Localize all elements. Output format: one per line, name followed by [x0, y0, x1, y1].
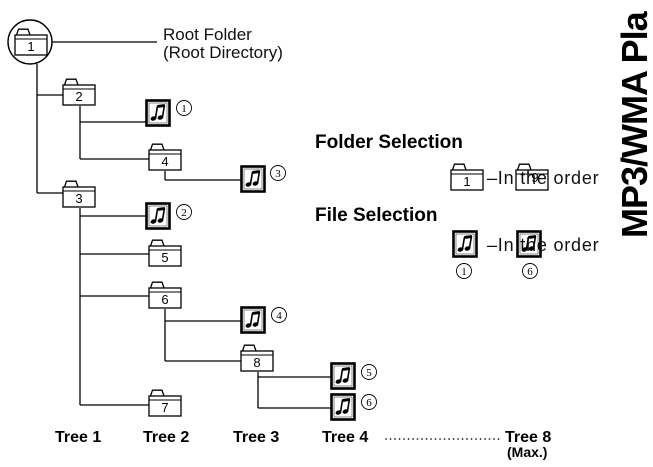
circled-number-ring: [522, 263, 538, 279]
file-order-marker: 1: [461, 266, 467, 278]
tree-connectors: [36, 41, 331, 409]
folder-number: 4: [161, 154, 168, 169]
music-file-4: 4: [240, 306, 287, 334]
folder-order-text: –In the order: [487, 168, 599, 188]
tree-level-2: Tree 2: [143, 429, 189, 446]
music-file-icon: [330, 393, 356, 421]
folder-4: 4: [148, 143, 182, 171]
root-directory-label: (Root Directory): [163, 43, 283, 62]
file-selection-legend: File Selection –In the order 1 6: [315, 205, 599, 279]
music-file-3: 3: [240, 165, 286, 193]
circled-number-ring: [270, 165, 286, 181]
folder-7: 7: [148, 389, 182, 417]
music-file-icon: [452, 230, 478, 258]
circled-number-ring: [456, 263, 472, 279]
file-order-text: –In the order: [487, 235, 599, 255]
folder-number: 8: [253, 355, 260, 370]
circled-number-ring: [176, 100, 192, 116]
folder-number: 1: [463, 174, 470, 189]
folder-number: 9: [531, 170, 538, 185]
folder-selection-title: Folder Selection: [315, 132, 463, 153]
file-order-marker: 6: [366, 397, 372, 409]
tree-level-1: Tree 1: [55, 429, 101, 446]
music-file-5: 5: [330, 362, 377, 390]
folder-number: 6: [161, 292, 168, 307]
root-folder: 1: [7, 19, 53, 65]
music-file-icon: [330, 362, 356, 390]
music-file-icon: [240, 165, 266, 193]
folder-3: 3: [62, 180, 96, 208]
folder-number: 1: [27, 39, 34, 54]
file-order-marker: 1: [181, 103, 187, 115]
folder-8: 8: [240, 344, 274, 372]
music-file-6: 6: [330, 393, 377, 421]
root-folder-label: Root Folder: [163, 25, 252, 44]
folder-selection-legend: Folder Selection 1 9 –In the order: [315, 132, 599, 191]
file-selection-title: File Selection: [315, 205, 437, 226]
file-order-marker: 4: [276, 310, 282, 322]
music-file-icon: [240, 306, 266, 334]
circled-number-ring: [271, 307, 287, 323]
circled-number-ring: [176, 204, 192, 220]
folder-number: 5: [161, 250, 168, 265]
folder-5: 5: [148, 239, 182, 267]
music-file-1: 1: [145, 99, 192, 127]
file-order-marker: 5: [366, 367, 372, 379]
tree-level-3: Tree 3: [233, 429, 279, 446]
folder-2: 2: [62, 78, 96, 106]
folder-number: 7: [161, 400, 168, 415]
folder-6: 6: [148, 281, 182, 309]
folder-number: 3: [75, 191, 82, 206]
tree-level-4: Tree 4: [322, 429, 368, 446]
side-section-heading: MP3/WMA Pla: [614, 10, 653, 238]
music-file-2: 2: [145, 202, 192, 230]
file-order-marker: 3: [275, 168, 281, 180]
music-file-icon: [145, 99, 171, 127]
file-order-marker: 6: [527, 266, 533, 278]
file-order-marker: 2: [181, 207, 187, 219]
max-note: (Max.): [507, 444, 547, 460]
circled-number-ring: [361, 394, 377, 410]
folder-number: 2: [75, 89, 82, 104]
tree-level-labels: Tree 1 Tree 2 Tree 3 Tree 4 Tree 8 (Max.…: [55, 429, 551, 460]
tree-level-8: Tree 8: [505, 429, 551, 446]
music-file-icon: [145, 202, 171, 230]
circled-number-ring: [361, 364, 377, 380]
